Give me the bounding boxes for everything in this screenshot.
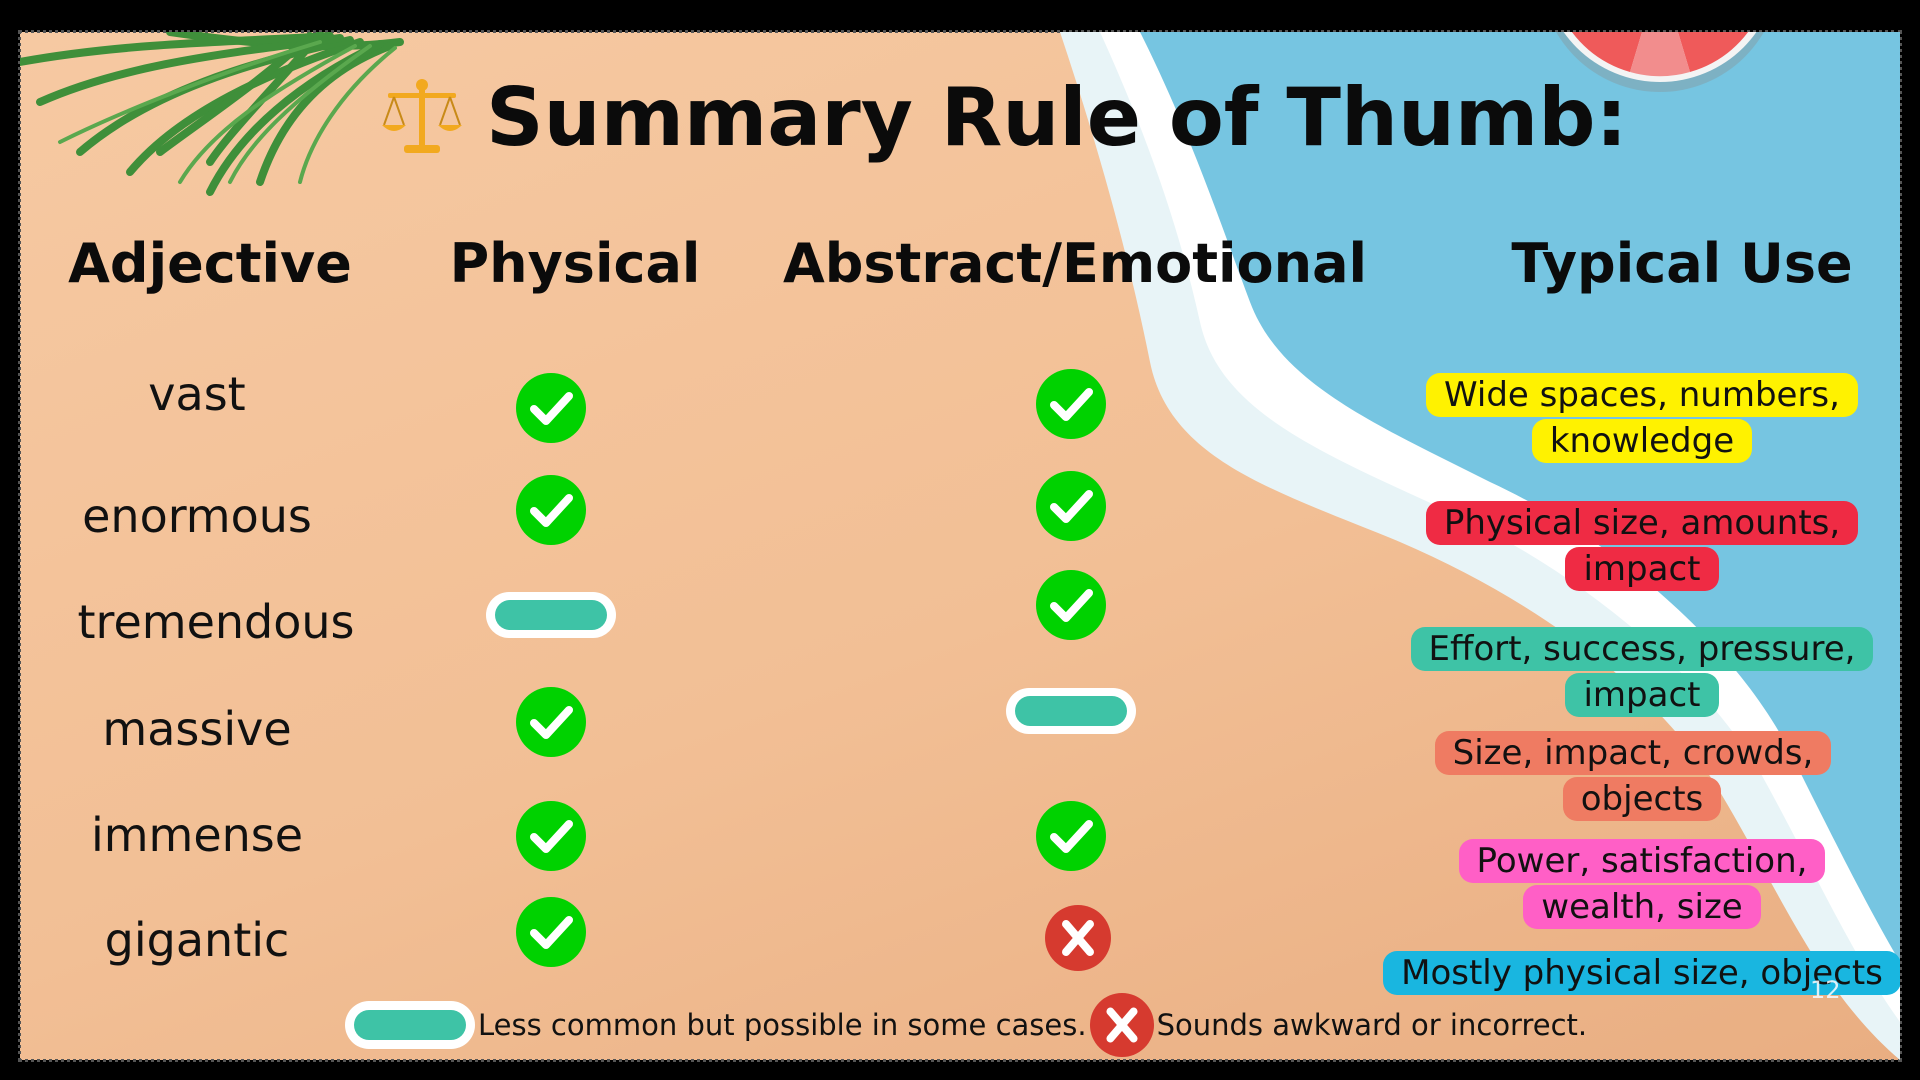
check-circle-icon xyxy=(516,801,586,871)
use-highlight: Physical size, amounts, impact xyxy=(1425,501,1859,591)
life-ring-decoration xyxy=(1556,32,1764,92)
page-number: 12 xyxy=(1810,976,1841,1004)
typical-use-vast: Wide spaces, numbers, knowledge xyxy=(1402,372,1882,464)
slide-title: Summary Rule of Thumb: xyxy=(380,62,1628,172)
legend: Less common but possible in some cases. … xyxy=(342,992,1588,1058)
check-circle-icon xyxy=(516,897,586,967)
header-physical: Physical xyxy=(449,232,701,295)
use-highlight: Size, impact, crowds, objects xyxy=(1434,731,1832,821)
adjective-massive: massive xyxy=(102,702,292,756)
dash-pill-icon xyxy=(486,592,616,638)
use-highlight: Mostly physical size, objects xyxy=(1383,951,1900,995)
balance-scale-icon xyxy=(382,79,462,153)
check-circle-icon xyxy=(516,373,586,443)
check-circle-icon xyxy=(1036,471,1106,541)
adjective-enormous: enormous xyxy=(82,489,312,543)
adjective-tremendous: tremendous xyxy=(77,595,355,649)
adjective-vast: vast xyxy=(148,367,246,421)
legend-dash-text: Less common but possible in some cases. xyxy=(478,1008,1087,1042)
typical-use-enormous: Physical size, amounts, impact xyxy=(1402,500,1882,592)
use-highlight: Wide spaces, numbers, knowledge xyxy=(1426,373,1858,463)
typical-use-immense: Power, satisfaction, wealth, size xyxy=(1402,838,1882,930)
dash-pill-icon xyxy=(1006,688,1136,734)
check-circle-icon xyxy=(1036,801,1106,871)
adjective-gigantic: gigantic xyxy=(104,913,290,967)
typical-use-gigantic: Mostly physical size, objects xyxy=(1382,950,1900,996)
legend-cross-text: Sounds awkward or incorrect. xyxy=(1156,1008,1588,1042)
adjective-immense: immense xyxy=(90,808,304,862)
check-circle-icon xyxy=(516,475,586,545)
title-text: Summary Rule of Thumb: xyxy=(486,70,1628,164)
use-highlight: Power, satisfaction, wealth, size xyxy=(1458,839,1826,929)
typical-use-massive: Size, impact, crowds, objects xyxy=(1382,730,1900,822)
palm-leaf-decoration xyxy=(20,32,404,196)
check-circle-icon xyxy=(516,687,586,757)
header-typical-use: Typical Use xyxy=(1511,232,1853,295)
use-highlight: Effort, success, pressure, impact xyxy=(1410,627,1874,717)
header-abstract: Abstract/Emotional xyxy=(782,232,1368,295)
header-adjective: Adjective xyxy=(68,232,352,295)
x-circle-icon xyxy=(1045,905,1111,971)
check-circle-icon xyxy=(1036,570,1106,640)
typical-use-tremendous: Effort, success, pressure, impact xyxy=(1402,626,1882,718)
check-circle-icon xyxy=(1036,369,1106,439)
slide: Summary Rule of Thumb: Adjective Physica… xyxy=(18,30,1902,1062)
x-circle-icon xyxy=(1089,992,1154,1058)
dash-pill-icon xyxy=(345,1001,475,1049)
